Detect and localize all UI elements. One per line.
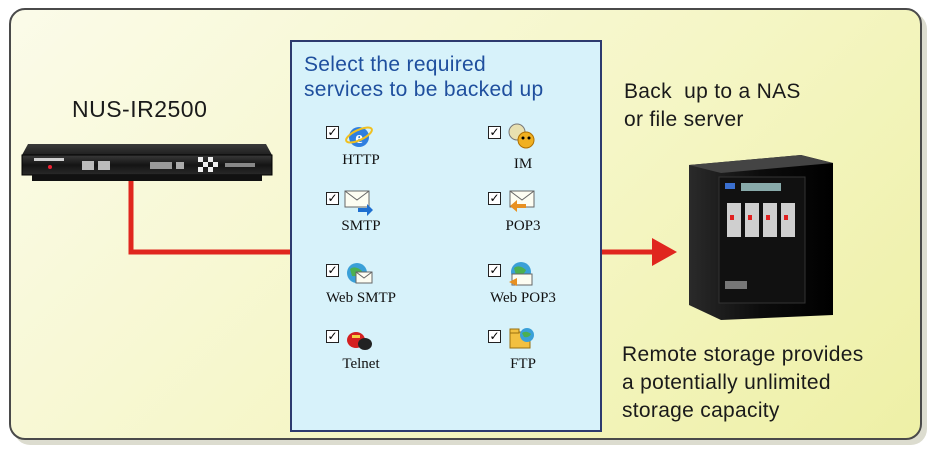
services-heading-line-1: Select the required [304,53,486,76]
nas-caption-line-1: Back up to a NAS [624,80,801,103]
remote-storage-caption: Remote storage provides a potentially un… [622,341,922,425]
service-smtp-label: SMTP [341,218,381,234]
service-telnet-label: Telnet [342,356,380,372]
nas-server-icon [689,155,833,320]
services-heading-line-2: services to be backed up [304,78,544,101]
ie-browser-icon: e [345,126,373,147]
device-title: NUS-IR2500 [72,96,208,122]
service-web-pop3-label: Web POP3 [490,290,556,306]
service-http-label: HTTP [342,152,380,168]
service-telnet-checkbox[interactable]: ✓ [326,329,339,343]
arrow-head [652,238,677,266]
envelope-send-icon [344,190,373,216]
service-ftp-checkbox[interactable]: ✓ [488,329,501,343]
service-http[interactable]: ✓ e HTTP [326,122,436,176]
nas-caption-line-2: or file server [624,108,744,131]
web-mail-receive-icon [509,262,533,286]
nas-caption: Back up to a NAS or file server [624,78,801,134]
ftp-transfer-icon [509,328,534,349]
remote-caption-line-1: Remote storage provides [622,343,864,366]
service-im[interactable]: ✓ IM [488,122,598,176]
services-selection-box: Select the required services to be backe… [290,40,602,432]
router-appliance-icon [21,144,273,181]
service-web-smtp-checkbox[interactable]: ✓ [326,263,339,277]
service-smtp[interactable]: ✓ SMTP [326,188,436,242]
service-ftp-label: FTP [510,356,536,372]
service-web-smtp[interactable]: ✓ Web SMTP [326,260,436,314]
service-im-checkbox[interactable]: ✓ [488,125,501,139]
service-ftp[interactable]: ✓ FTP [488,326,598,380]
service-web-pop3[interactable]: ✓ Web POP3 [488,260,598,314]
services-heading: Select the required services to be backe… [304,52,599,102]
remote-caption-line-3: storage capacity [622,399,780,422]
service-im-label: IM [513,156,533,172]
telnet-icon [347,332,372,350]
instant-messenger-icon [508,123,535,149]
service-pop3-checkbox[interactable]: ✓ [488,191,501,205]
service-pop3[interactable]: ✓ POP3 [488,188,598,242]
service-web-pop3-checkbox[interactable]: ✓ [488,263,501,277]
service-smtp-checkbox[interactable]: ✓ [326,191,339,205]
envelope-receive-icon [509,190,535,212]
svg-text:e: e [355,128,363,147]
service-pop3-label: POP3 [505,218,541,234]
remote-caption-line-2: a potentially unlimited [622,371,831,394]
web-mail-send-icon [347,263,373,284]
service-telnet[interactable]: ✓ Telnet [326,326,436,380]
service-web-smtp-label: Web SMTP [325,290,397,306]
service-http-checkbox[interactable]: ✓ [326,125,339,139]
